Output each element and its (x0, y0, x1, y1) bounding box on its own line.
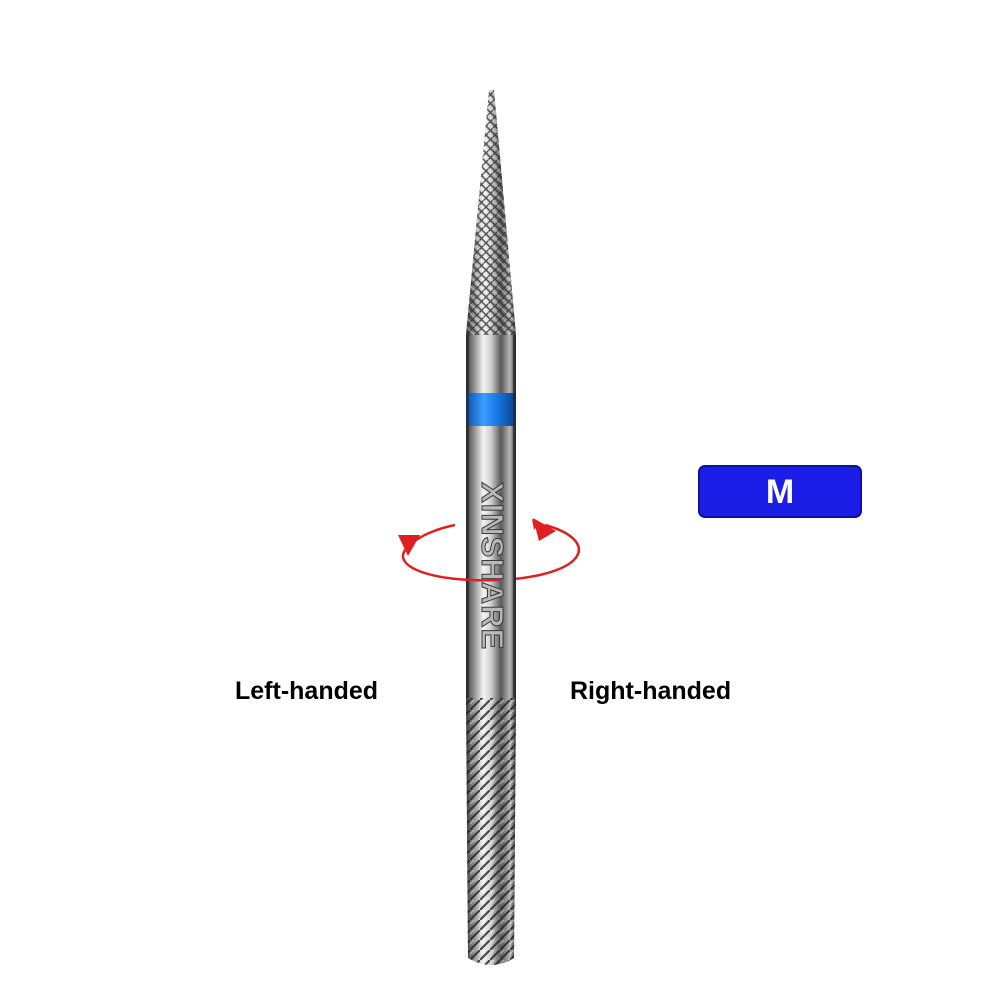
drill-bit (466, 90, 516, 965)
right-handed-label: Right-handed (570, 677, 732, 705)
grit-color-band (466, 393, 516, 426)
left-handed-label: Left-handed (235, 677, 379, 705)
brand-engraving: XINSHARE (475, 482, 510, 650)
grit-badge: M (698, 465, 862, 518)
grit-badge-label: M (765, 472, 795, 511)
rotation-arrow-icon (499, 518, 580, 582)
rotation-arrow-front-icon (398, 523, 501, 582)
